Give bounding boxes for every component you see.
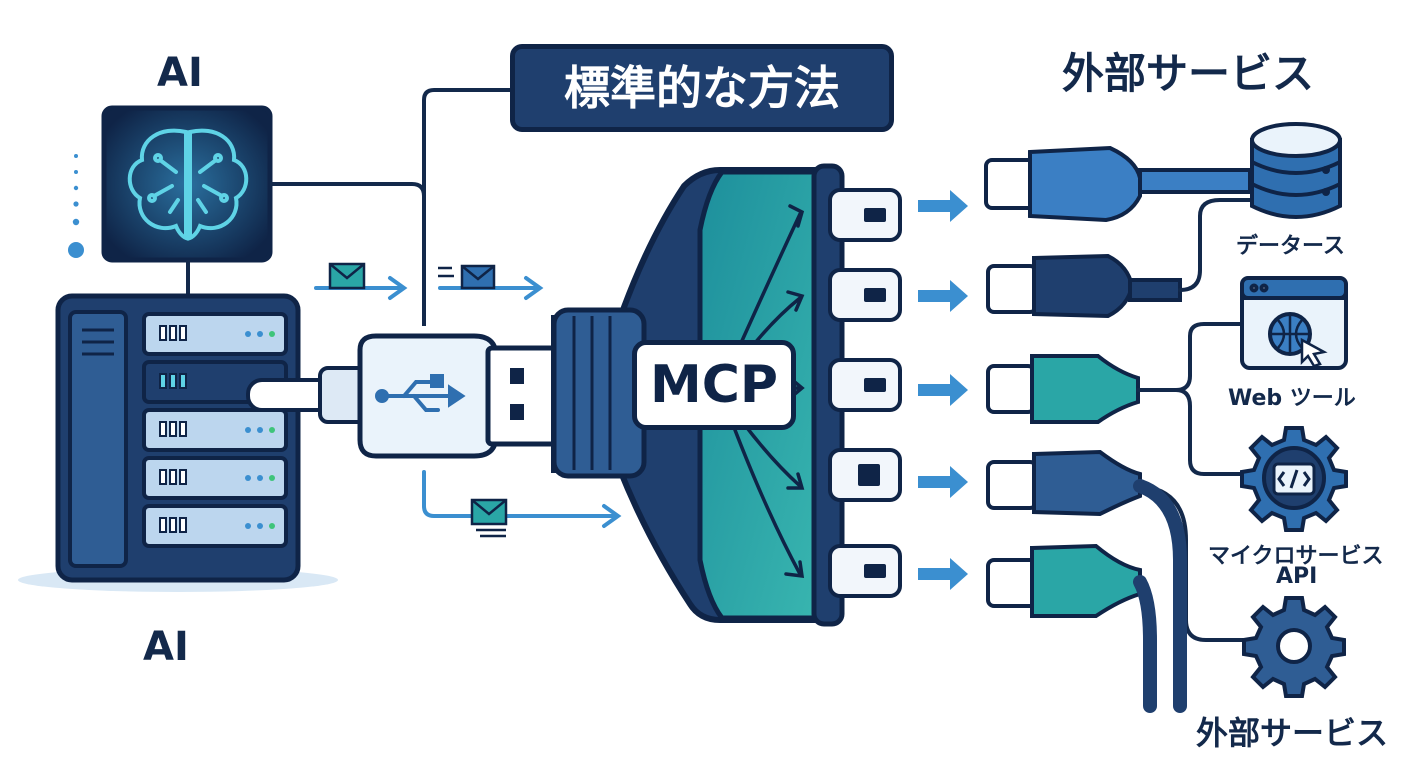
hub-ports <box>828 188 902 598</box>
progress-dots <box>68 154 84 258</box>
title-banner: 標準的な方法 <box>510 44 894 132</box>
cable-wires <box>1133 198 1252 713</box>
ai-label-top: AI <box>157 50 203 96</box>
globe-window-icon <box>1240 276 1348 370</box>
web-tool-label: Web ツール <box>1228 386 1356 411</box>
code-gear-icon <box>1240 426 1348 532</box>
server-leds <box>245 331 275 529</box>
chip-lines <box>186 88 510 326</box>
server-rack-icon <box>18 293 338 592</box>
ai-label-bottom: AI <box>143 624 189 670</box>
external-services-bottom: 外部サービス <box>1196 714 1389 752</box>
brain-chip <box>101 105 273 263</box>
gear-icon <box>1242 596 1346 698</box>
microservice-api-label: API <box>1276 564 1318 589</box>
usb-cable <box>246 333 563 459</box>
microservice-label: マイクロサービス <box>1208 544 1384 569</box>
mcp-label: MCP <box>632 340 796 430</box>
external-services-title: 外部サービス <box>1062 49 1315 98</box>
brain-circuit-icon <box>127 128 249 241</box>
port-arrows <box>918 190 968 590</box>
envelope-icons <box>328 262 508 538</box>
database-icon <box>1250 122 1342 219</box>
usb-icon <box>375 374 466 412</box>
database-label: データース <box>1236 234 1345 259</box>
cable-connectors <box>984 145 1252 618</box>
